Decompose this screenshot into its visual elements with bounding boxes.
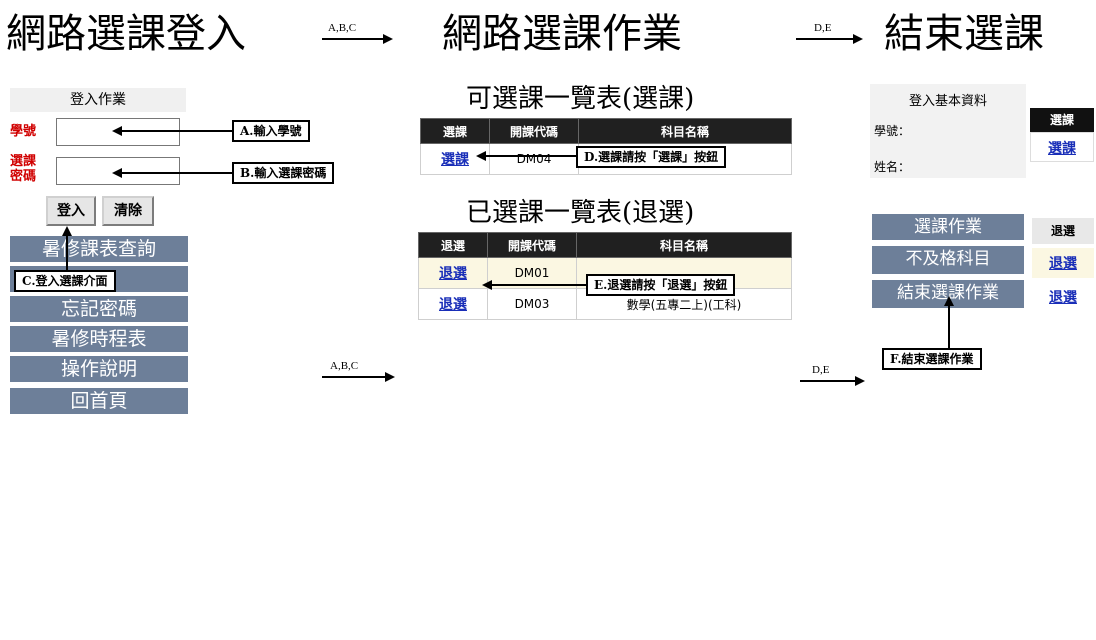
flow-label-bottom-right: D,E — [812, 364, 830, 376]
clear-button[interactable]: 清除 — [102, 196, 154, 226]
drop-course-link[interactable]: 退選 — [439, 266, 467, 282]
student-id-label: 學號 — [10, 124, 37, 139]
end-student-id-label: 學號： — [874, 124, 911, 138]
drop-column-header: 退選 — [1032, 218, 1094, 244]
arrowhead-icon — [112, 126, 122, 136]
course-code: DM03 — [487, 288, 577, 320]
end-drop-course-link[interactable]: 退選 — [1049, 290, 1077, 306]
menu-item-failed-subjects[interactable]: 不及格科目 — [872, 246, 1024, 274]
column-header: 開課代碼 — [489, 118, 579, 144]
select-column-header: 選課 — [1030, 108, 1094, 132]
select-course-link[interactable]: 選課 — [441, 152, 469, 168]
menu-item-instructions[interactable]: 操作說明 — [10, 356, 188, 382]
available-table-title: 可選課一覽表(選課) — [466, 84, 695, 114]
arrowhead-icon — [62, 226, 72, 236]
flow-arrow-bottom-right — [800, 380, 856, 382]
menu-item-course-selection[interactable]: 選課作業 — [872, 214, 1024, 240]
basic-info-header: 登入基本資料 — [908, 94, 987, 109]
callout-c-arrow — [66, 234, 68, 272]
password-label-line2: 密碼 — [10, 169, 37, 184]
flow-label-bottom-left: A,B,C — [330, 360, 359, 372]
flow-label-top-left: A,B,C — [328, 22, 357, 34]
column-header: 選課 — [420, 118, 490, 144]
arrowhead-icon — [385, 372, 395, 382]
arrowhead-icon — [944, 296, 954, 306]
flow-label-top-right: D,E — [814, 22, 832, 34]
column-header: 開課代碼 — [487, 232, 577, 258]
work-section-title: 網路選課作業 — [442, 11, 682, 57]
callout-e-arrow — [490, 284, 586, 286]
flow-arrow-top-right — [796, 38, 854, 40]
basic-info-panel — [870, 84, 1026, 178]
callout-b-arrow — [120, 172, 232, 174]
menu-item-home[interactable]: 回首頁 — [10, 388, 188, 414]
selected-table-title: 已選課一覽表(退選) — [466, 198, 695, 228]
password-input[interactable] — [56, 157, 180, 185]
course-code: DM04 — [489, 143, 579, 175]
callout-b: B.輸入選課密碼 — [232, 162, 335, 184]
drop-course-link[interactable]: 退選 — [439, 297, 467, 313]
arrowhead-icon — [853, 34, 863, 44]
password-label-line1: 選課 — [10, 154, 37, 169]
callout-f: F.結束選課作業 — [882, 348, 982, 370]
end-select-course-link[interactable]: 選課 — [1048, 141, 1076, 157]
callout-d-arrow — [484, 155, 576, 157]
callout-a-arrow — [120, 130, 232, 132]
login-section-title: 網路選課登入 — [6, 11, 246, 57]
menu-item-forgot-password[interactable]: 忘記密碼 — [10, 296, 188, 322]
arrowhead-icon — [476, 151, 486, 161]
arrowhead-icon — [383, 34, 393, 44]
end-section-title: 結束選課 — [884, 11, 1044, 57]
flow-arrow-top-left — [322, 38, 384, 40]
column-header: 科目名稱 — [578, 118, 792, 144]
end-name-label: 姓名： — [874, 160, 911, 174]
callout-c: C.登入選課介面 — [14, 270, 116, 292]
end-drop-course-link[interactable]: 退選 — [1049, 256, 1077, 272]
menu-item-summer-schedule[interactable]: 暑修時程表 — [10, 326, 188, 352]
callout-a: A.輸入學號 — [232, 120, 310, 142]
flow-arrow-bottom-left — [322, 376, 386, 378]
callout-d: D.選課請按「選課」按鈕 — [576, 146, 727, 168]
callout-f-arrow — [948, 304, 950, 348]
column-header: 退選 — [418, 232, 488, 258]
callout-e: E.退選請按「退選」按鈕 — [586, 274, 736, 296]
login-panel-header: 登入作業 — [10, 88, 186, 112]
arrowhead-icon — [112, 168, 122, 178]
arrowhead-icon — [482, 280, 492, 290]
menu-item-summer-timetable-query[interactable]: 暑修課表查詢 — [10, 236, 188, 262]
arrowhead-icon — [855, 376, 865, 386]
column-header: 科目名稱 — [576, 232, 792, 258]
login-button[interactable]: 登入 — [46, 196, 96, 226]
